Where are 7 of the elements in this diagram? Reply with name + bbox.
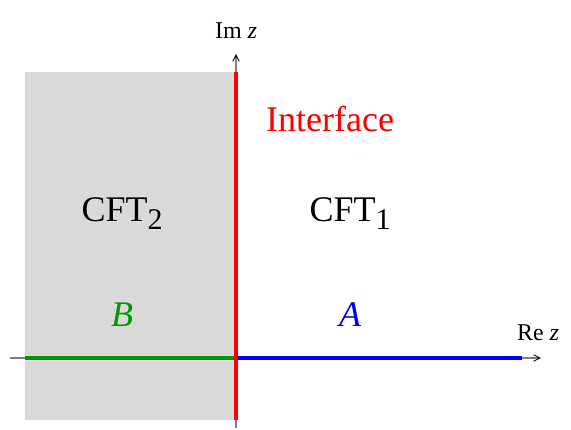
region-label: CFT$_{1}$: [309, 190, 391, 236]
axis-label: Im z: [215, 18, 257, 44]
axis-label: Re z: [517, 320, 559, 346]
region-label: CFT$_{2}$: [81, 190, 163, 236]
segment-label: B: [111, 295, 133, 335]
interface-label: Interface: [266, 100, 394, 140]
segment-label: A: [339, 295, 361, 335]
